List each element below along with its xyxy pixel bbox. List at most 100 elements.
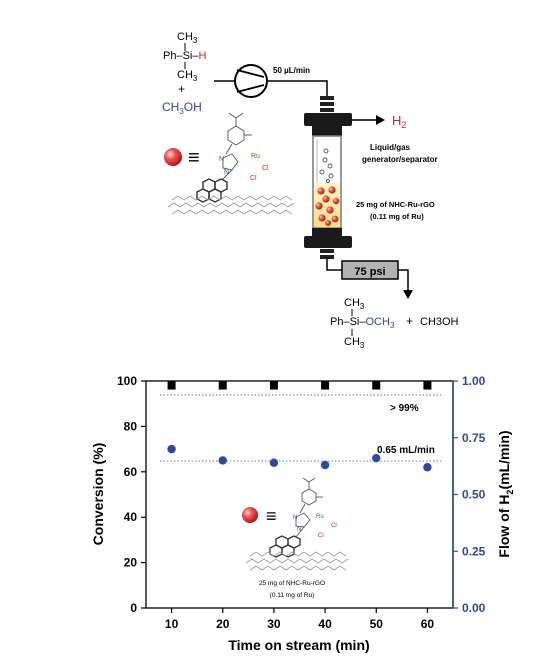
plot-frame xyxy=(145,380,454,609)
inset-graphene-sheet-icon xyxy=(245,551,349,571)
vessel-label-line1: Liquid/gas xyxy=(370,143,411,152)
methanol-product: CH3OH xyxy=(420,316,459,328)
svg-text:Cl: Cl xyxy=(331,523,337,529)
methanol-reactant: CH3OH xyxy=(162,100,202,116)
x-tick-label: 30 xyxy=(267,617,281,631)
conversion-annotation: > 99% xyxy=(390,403,419,414)
y-axis-title: Conversion (%) xyxy=(90,443,106,546)
inset-catalyst-label: 25 mg of NHC-Ru-rGO xyxy=(259,580,325,587)
x-tick-label: 50 xyxy=(370,617,384,631)
svg-text:Cl: Cl xyxy=(318,533,324,539)
flow-point xyxy=(320,460,330,470)
flow-point xyxy=(423,463,432,472)
pressure-label: 75 psi xyxy=(354,266,385,278)
pump-icon xyxy=(234,64,268,98)
svg-text:CH3: CH3 xyxy=(177,31,198,45)
inset-catalyst-sphere-icon xyxy=(242,507,258,523)
flow-point xyxy=(269,458,279,467)
conversion-point xyxy=(167,381,176,390)
h2-label: H2 xyxy=(392,113,406,130)
flow-point xyxy=(372,453,381,463)
svg-text:CH3: CH3 xyxy=(344,336,365,350)
x-tick-label: 20 xyxy=(216,617,230,631)
flow-annotation: 0.65 mL/min xyxy=(377,445,435,456)
h2-arrow-icon xyxy=(376,115,385,125)
plus-sign-reactants: + xyxy=(178,82,185,96)
gas-bubbles xyxy=(319,148,334,183)
flow-point xyxy=(167,444,176,454)
svg-text:CH3: CH3 xyxy=(344,297,365,311)
y-tick-label: 0 xyxy=(130,601,137,615)
inset-pyrene-icon xyxy=(269,535,301,558)
svg-text:Ph–Si–OCH3: Ph–Si–OCH3 xyxy=(330,316,395,330)
right-axis-ticks: 0.00 0.25 0.50 0.75 1.00 xyxy=(453,374,486,615)
catalyst-ru-label: (0.11 mg of Ru) xyxy=(370,212,424,221)
silane-phenyl: Ph xyxy=(163,50,176,62)
conversion-series xyxy=(167,381,432,390)
reactor-column xyxy=(304,96,352,259)
y2-axis-title: Flow of H2(mL/min) xyxy=(496,430,515,557)
pump-outlet-line xyxy=(267,80,328,96)
y-tick-label: 80 xyxy=(124,419,138,433)
silyl-ether-product: CH3 Ph–Si–OCH3 CH3 xyxy=(330,297,395,350)
x-tick-label: 10 xyxy=(165,617,179,631)
y-tick-label: 100 xyxy=(117,374,137,388)
y2-tick-label: 0.75 xyxy=(462,431,486,445)
svg-text:CH3: CH3 xyxy=(177,69,198,83)
product-methyl-top: CH xyxy=(344,297,360,309)
catalyst-loading-label: 25 mg of NHC-Ru-rGO xyxy=(356,200,435,209)
svg-text:N: N xyxy=(224,169,229,176)
y-tick-label: 60 xyxy=(124,465,138,479)
x-axis-ticks: 10 20 30 40 50 60 xyxy=(165,608,435,631)
silane-si: Si xyxy=(183,50,193,62)
catalyst-particles xyxy=(315,186,340,226)
y2-tick-label: 0.50 xyxy=(462,488,486,502)
conversion-point xyxy=(218,381,227,390)
svg-text:N: N xyxy=(219,156,224,163)
h2-flow-series xyxy=(167,444,432,472)
product-phenyl: Ph xyxy=(330,316,343,328)
product-arrow-icon xyxy=(403,290,413,299)
conversion-point xyxy=(321,381,330,390)
x-tick-label: 40 xyxy=(318,617,332,631)
catalyst-key-inset: ≡ N N Ru Cl Cl xyxy=(242,477,349,599)
svg-text:Cl: Cl xyxy=(262,165,269,172)
graphene-sheet-icon xyxy=(167,195,295,215)
silane-hydrogen: H xyxy=(199,50,207,62)
plus-sign-products: + xyxy=(406,314,413,328)
inset-complex-structure xyxy=(295,477,323,538)
flow-point xyxy=(218,456,227,465)
svg-text:Ph–Si–H: Ph–Si–H xyxy=(163,50,207,62)
equivalence-symbol: ≡ xyxy=(188,147,200,169)
svg-text:Ru: Ru xyxy=(316,514,324,520)
silane-methyl-top: CH xyxy=(177,31,193,43)
svg-text:N: N xyxy=(293,515,297,521)
flow-scheme: CH3 Ph–Si–H CH3 + CH3OH 50 µL/min xyxy=(162,31,459,350)
silane-methyl-bottom: CH xyxy=(177,69,193,81)
y2-tick-label: 0.00 xyxy=(462,601,486,615)
svg-text:N: N xyxy=(297,527,301,533)
conversion-point xyxy=(372,381,381,390)
catalyst-sphere-icon xyxy=(164,148,182,166)
inset-ru-label: (0.11 mg of Ru) xyxy=(270,592,315,599)
x-axis-title: Time on stream (min) xyxy=(228,637,369,653)
column-outlet-line xyxy=(326,259,342,271)
vessel-label-line2: generator/separator xyxy=(362,155,438,164)
silane-reactant: CH3 Ph–Si–H CH3 xyxy=(163,31,207,83)
x-tick-label: 60 xyxy=(421,617,435,631)
product-methyl-bottom: CH xyxy=(344,336,360,348)
conversion-point xyxy=(269,381,278,390)
y-tick-label: 20 xyxy=(124,556,138,570)
nhc-ru-complex-structure xyxy=(221,112,252,181)
y2-tick-label: 0.25 xyxy=(462,544,486,558)
svg-text:Ru: Ru xyxy=(251,153,260,160)
svg-text:Cl: Cl xyxy=(250,175,257,182)
flow-rate-label: 50 µL/min xyxy=(273,66,310,75)
conversion-point xyxy=(423,381,432,390)
y2-tick-label: 1.00 xyxy=(462,374,486,388)
catalyst-key-top: ≡ N N Ru Cl Cl xyxy=(164,112,295,215)
product-line xyxy=(398,269,409,292)
